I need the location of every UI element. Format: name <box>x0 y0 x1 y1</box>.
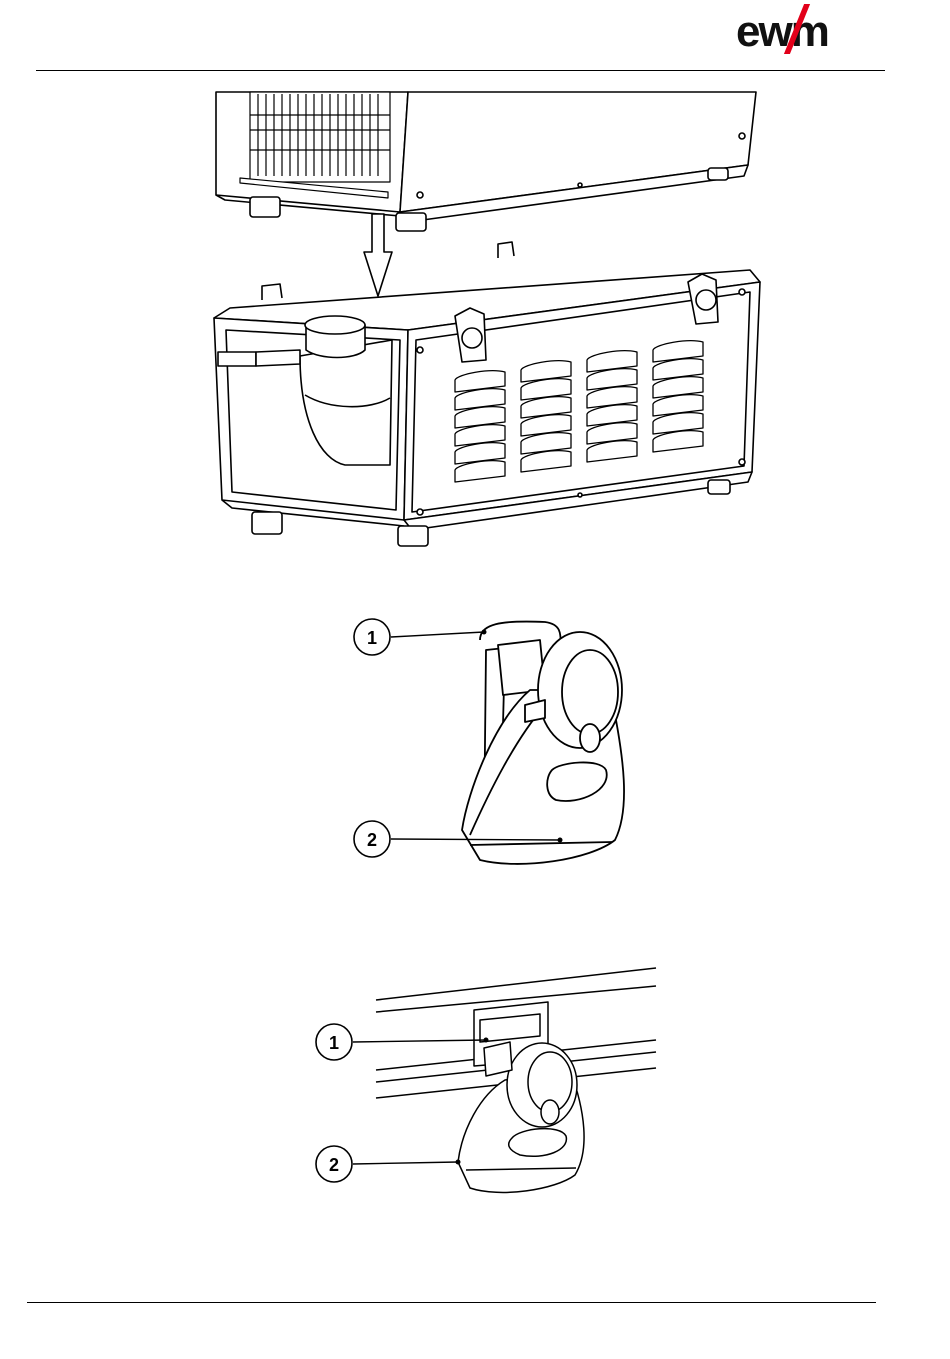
callout-1-label: 1 <box>329 1033 339 1053</box>
callout-2-detail: 2 <box>354 821 390 857</box>
callout-2-label: 2 <box>329 1155 339 1175</box>
lock-detail-callouts <box>391 630 563 843</box>
callout-1-label: 1 <box>367 628 377 648</box>
callout-2-mounted: 2 <box>316 1146 352 1182</box>
callout-1-mounted: 1 <box>316 1024 352 1060</box>
callout-1-detail: 1 <box>354 619 390 655</box>
cooling-unit-illustration <box>0 0 950 560</box>
callout-2-label: 2 <box>367 830 377 850</box>
lock-mounted-callouts <box>353 1038 489 1165</box>
footer-rule <box>27 1302 876 1303</box>
